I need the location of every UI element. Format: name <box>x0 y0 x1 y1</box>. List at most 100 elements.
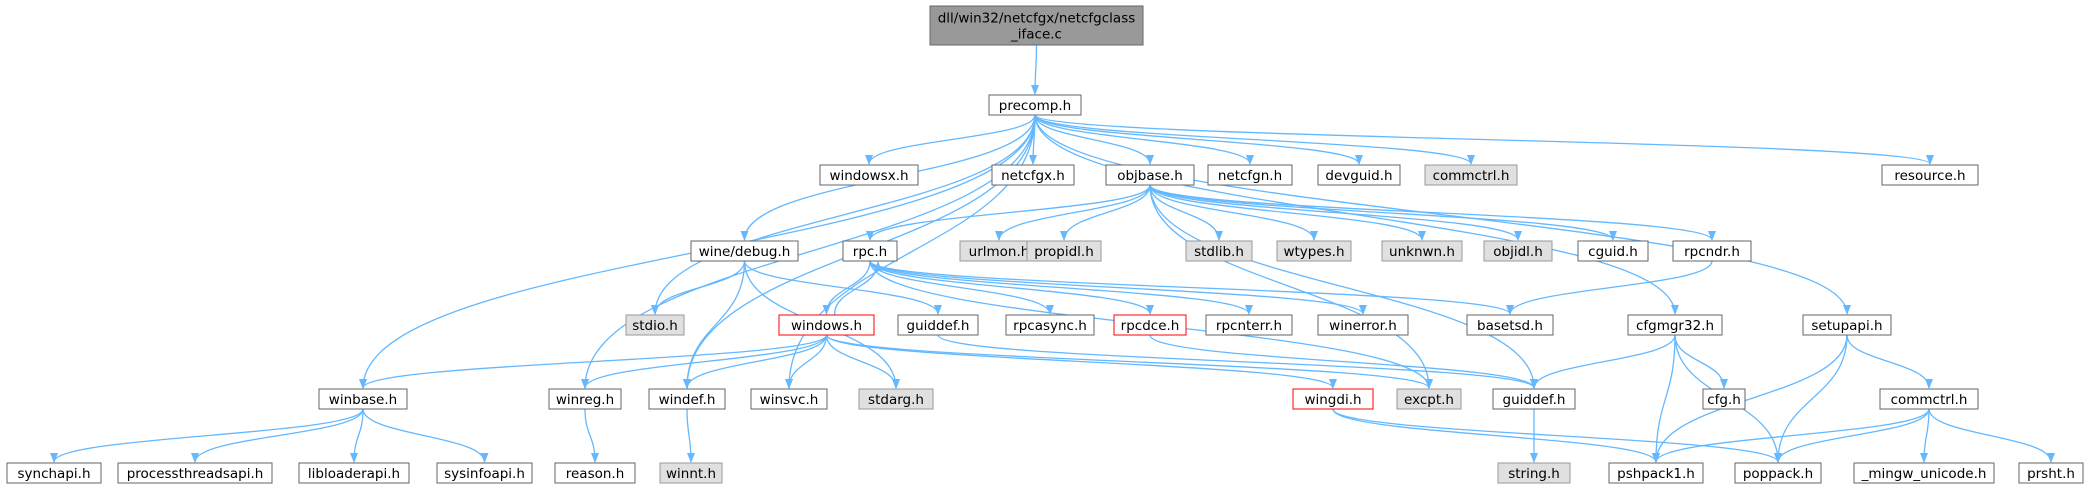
node-winedebug[interactable]: wine/debug.h <box>690 240 799 262</box>
edge-commctrl_low-to-prsht <box>1928 408 2055 463</box>
node-box <box>554 462 636 484</box>
node-cguid[interactable]: cguid.h <box>1577 240 1649 262</box>
edge-rpc-to-basetsd <box>869 260 1514 315</box>
node-label: string.h <box>1508 466 1560 482</box>
node-objidl[interactable]: objidl.h <box>1483 240 1553 262</box>
node-sysinfoapi[interactable]: sysinfoapi.h <box>436 462 533 484</box>
node-box <box>1396 388 1462 410</box>
node-mingw-unicode[interactable]: _mingw_unicode.h <box>1853 462 1995 484</box>
node-label: commctrl.h <box>1433 168 1510 184</box>
node-reason[interactable]: reason.h <box>554 462 636 484</box>
node-libloaderapi[interactable]: libloaderapi.h <box>298 462 410 484</box>
node-urlmon[interactable]: urlmon.h <box>959 240 1039 262</box>
node-stdio[interactable]: stdio.h <box>625 314 685 336</box>
node-winbase[interactable]: winbase.h <box>318 388 408 410</box>
node-netcfgx[interactable]: netcfgx.h <box>991 164 1075 186</box>
node-root[interactable]: dll/win32/netcfgx/netcfgclass_iface.c <box>929 5 1144 46</box>
node-basetsd[interactable]: basetsd.h <box>1466 314 1554 336</box>
edge-objbase-to-wtypes <box>1149 184 1318 241</box>
node-prsht[interactable]: prsht.h <box>2018 462 2084 484</box>
node-propidl[interactable]: propidl.h <box>1026 240 1102 262</box>
node-box <box>842 240 898 262</box>
node-windef[interactable]: windef.h <box>648 388 726 410</box>
node-windowsx[interactable]: windowsx.h <box>819 164 919 186</box>
node-label: propidl.h <box>1034 244 1094 260</box>
node-label: rpc.h <box>853 244 887 260</box>
node-label: windef.h <box>659 392 716 408</box>
node-windows[interactable]: windows.h <box>778 314 875 336</box>
edge-winbase-to-libloaderapi <box>350 408 364 463</box>
edge-objbase-to-rpcndr <box>1149 184 1716 241</box>
edge-precomp-to-stdio <box>651 114 1036 315</box>
node-rpc[interactable]: rpc.h <box>842 240 898 262</box>
edge-wingdi-to-poppack <box>1332 408 1782 463</box>
node-excpt[interactable]: excpt.h <box>1396 388 1462 410</box>
node-box <box>625 314 685 336</box>
edge-rpcdce-to-guiddef_low <box>1149 334 1538 389</box>
node-box <box>819 164 919 186</box>
edge-precomp-to-resource <box>1034 114 1934 165</box>
edge-objbase-to-objidl <box>1149 184 1522 241</box>
node-rpcndr[interactable]: rpcndr.h <box>1672 240 1752 262</box>
node-winnt[interactable]: winnt.h <box>659 462 723 484</box>
edge-objbase-to-propidl <box>1060 184 1151 241</box>
node-cfgmgr32[interactable]: cfgmgr32.h <box>1627 314 1723 336</box>
edge-guiddef_mid-to-guiddef_low <box>937 334 1538 389</box>
node-label: rpcasync.h <box>1013 318 1087 334</box>
node-objbase[interactable]: objbase.h <box>1105 164 1195 186</box>
node-label: devguid.h <box>1325 168 1392 184</box>
node-processthreadsapi[interactable]: processthreadsapi.h <box>117 462 273 484</box>
node-guiddef-low[interactable]: guiddef.h <box>1492 388 1576 410</box>
node-string[interactable]: string.h <box>1497 462 1571 484</box>
edge-winedebug-to-windef <box>683 260 746 389</box>
node-poppack[interactable]: poppack.h <box>1734 462 1822 484</box>
edge-rpc-to-rpcdce <box>869 260 1154 315</box>
node-guiddef-mid[interactable]: guiddef.h <box>897 314 979 336</box>
node-box <box>1105 164 1195 186</box>
node-rpcdce[interactable]: rpcdce.h <box>1113 314 1187 336</box>
node-winsvc[interactable]: winsvc.h <box>750 388 828 410</box>
node-label: objbase.h <box>1117 168 1183 184</box>
node-rpcnterr[interactable]: rpcnterr.h <box>1205 314 1293 336</box>
node-box <box>1702 388 1746 410</box>
edge-winedebug-to-guiddef_mid <box>743 260 942 315</box>
node-commctrl-top[interactable]: commctrl.h <box>1424 164 1518 186</box>
node-box <box>298 462 410 484</box>
node-box <box>1381 240 1463 262</box>
node-devguid[interactable]: devguid.h <box>1317 164 1401 186</box>
node-box <box>1608 462 1704 484</box>
node-stdlib[interactable]: stdlib.h <box>1185 240 1253 262</box>
edge-rpcndr-to-basetsd <box>1506 260 1713 315</box>
node-setupapi[interactable]: setupapi.h <box>1802 314 1892 336</box>
edge-wingdi-to-pshpack1 <box>1332 408 1660 463</box>
node-label: basetsd.h <box>1477 318 1543 334</box>
node-resource[interactable]: resource.h <box>1881 164 1979 186</box>
node-label: winnt.h <box>666 466 716 482</box>
node-label: rpcdce.h <box>1121 318 1180 334</box>
node-winreg[interactable]: winreg.h <box>548 388 622 410</box>
edge-objbase-to-urlmon <box>995 184 1151 241</box>
node-rpcasync[interactable]: rpcasync.h <box>1005 314 1095 336</box>
node-box <box>1879 388 1979 410</box>
node-pshpack1[interactable]: pshpack1.h <box>1608 462 1704 484</box>
node-wtypes[interactable]: wtypes.h <box>1276 240 1352 262</box>
node-label: unknwn.h <box>1389 244 1455 260</box>
node-label: winsvc.h <box>760 392 819 408</box>
edge-objbase-to-rpc <box>866 184 1151 241</box>
edge-windows-to-winreg <box>581 334 828 389</box>
node-commctrl-low[interactable]: commctrl.h <box>1879 388 1979 410</box>
node-stdarg[interactable]: stdarg.h <box>858 388 934 410</box>
node-wingdi[interactable]: wingdi.h <box>1292 388 1374 410</box>
node-synchapi[interactable]: synchapi.h <box>6 462 102 484</box>
edge-setupapi-to-poppack <box>1774 334 1848 463</box>
edge-windef-to-winnt <box>686 408 695 463</box>
node-label: windowsx.h <box>829 168 908 184</box>
edge-windows-to-windef <box>683 334 828 389</box>
node-precomp[interactable]: precomp.h <box>988 94 1082 116</box>
node-label: libloaderapi.h <box>308 466 400 482</box>
node-unknwn[interactable]: unknwn.h <box>1381 240 1463 262</box>
node-netcfgn[interactable]: netcfgn.h <box>1207 164 1293 186</box>
node-cfg[interactable]: cfg.h <box>1702 388 1746 410</box>
node-winerror[interactable]: winerror.h <box>1317 314 1409 336</box>
